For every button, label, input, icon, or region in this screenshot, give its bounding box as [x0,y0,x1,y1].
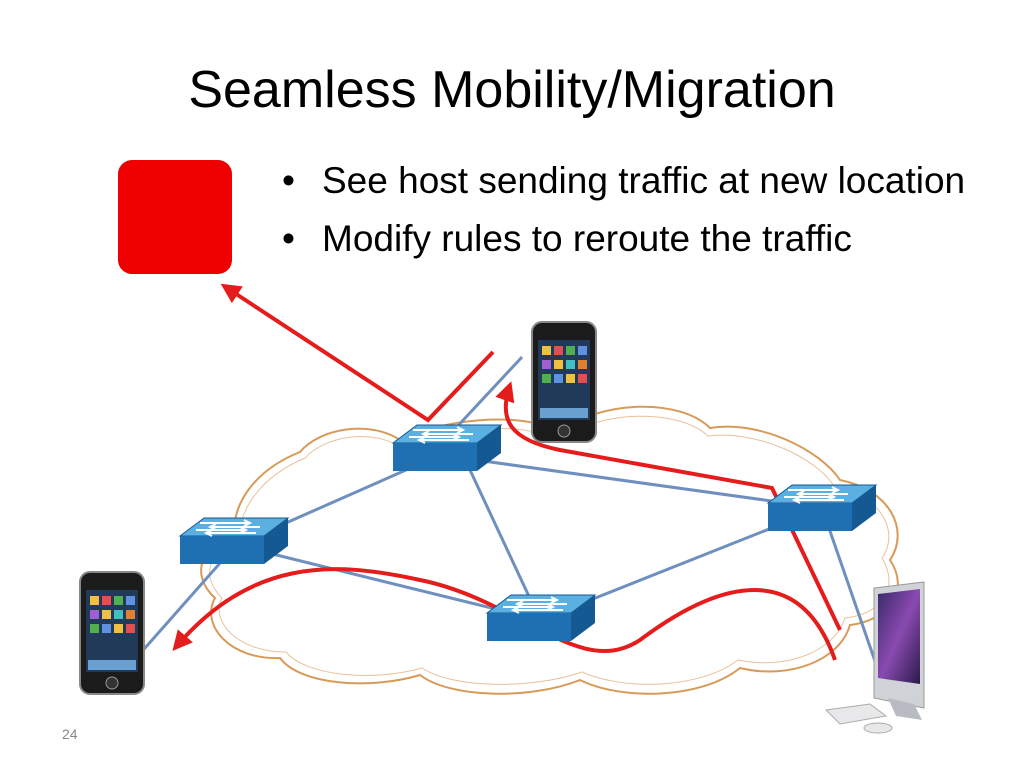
phone-new-location [531,321,597,443]
imac-host [824,581,925,734]
switch-bottom [485,594,597,641]
bullet-item: • See host sending traffic at new locati… [280,158,980,204]
bullet-text: See host sending traffic at new location [322,160,966,201]
bullet-glyph: • [282,160,295,201]
traffic-to-controller [220,283,495,423]
network-switch-icon [766,484,878,531]
smartphone-icon [531,321,597,443]
network-switch-icon [391,424,503,471]
switch-left [178,517,290,564]
network-switch-icon [178,517,290,564]
network-switch-icon [485,594,597,641]
switch-top [391,424,503,471]
controller-box [118,160,232,274]
smartphone-icon [79,571,145,695]
slide-number: 24 [62,726,78,742]
bullet-item: • Modify rules to reroute the traffic [280,216,980,262]
switches [178,424,878,641]
bullet-text: Modify rules to reroute the traffic [322,218,852,259]
network-cloud [200,405,899,695]
phone-old-location [79,571,145,695]
traffic-reroute-new [495,381,842,631]
switch-right [766,484,878,531]
network-cloud-inner [209,415,890,685]
bullet-list: • See host sending traffic at new locati… [280,158,980,274]
slide-title: Seamless Mobility/Migration [188,61,836,119]
desktop-computer-icon [824,581,925,734]
bullet-glyph: • [282,218,295,259]
